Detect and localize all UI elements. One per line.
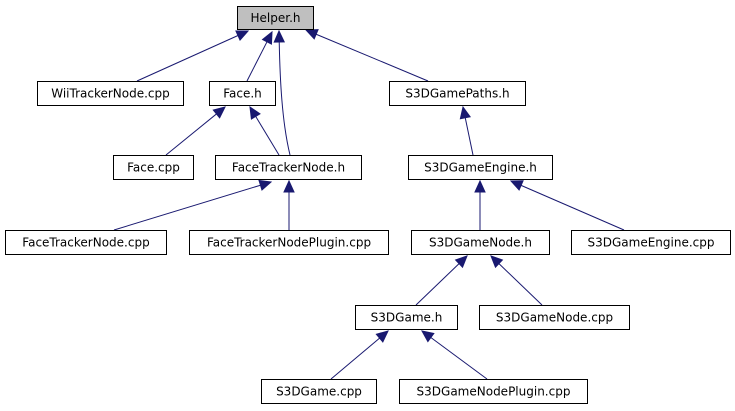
arrowhead-icon xyxy=(509,180,524,191)
node-face-cpp[interactable]: Face.cpp xyxy=(113,155,194,180)
node-label: FaceTrackerNodePlugin.cpp xyxy=(207,236,371,250)
edge-line xyxy=(136,35,239,82)
arrowhead-icon xyxy=(490,255,504,269)
node-label: WiiTrackerNode.cpp xyxy=(51,87,170,101)
edge-line xyxy=(498,263,543,306)
arrowhead-icon xyxy=(474,179,486,193)
edge-line xyxy=(246,41,268,82)
node-box xyxy=(355,305,458,330)
edge-facetrackernode_h-to-helper_h xyxy=(273,29,291,156)
edge-line xyxy=(165,113,217,156)
node-box xyxy=(408,155,553,180)
edge-s3dgamenode_cpp-to-s3dgamenode_h xyxy=(490,255,543,306)
arrowhead-icon xyxy=(235,30,250,41)
arrowhead-icon xyxy=(459,105,472,120)
arrowhead-icon xyxy=(261,30,273,45)
node-label: Face.cpp xyxy=(127,161,180,175)
node-s3dgameengine-cpp[interactable]: S3DGameEngine.cpp xyxy=(571,230,731,255)
node-label: S3DGameNodePlugin.cpp xyxy=(417,385,571,399)
node-box xyxy=(113,155,194,180)
arrowhead-icon xyxy=(375,330,389,343)
node-s3dgameengine-h[interactable]: S3DGameEngine.h xyxy=(408,155,553,180)
node-box xyxy=(389,81,526,106)
arrowhead-icon xyxy=(454,255,468,269)
edge-s3dgameengine_cpp-to-s3dgameengine_h xyxy=(509,180,625,231)
node-s3dgame-h[interactable]: S3DGame.h xyxy=(355,305,458,330)
edge-facetrackernode_h-to-face_h xyxy=(249,105,280,156)
node-label: Face.h xyxy=(223,87,262,101)
node-label: S3DGameEngine.cpp xyxy=(588,236,715,250)
node-box xyxy=(479,305,630,330)
node-label: FaceTrackerNode.cpp xyxy=(22,236,149,250)
edge-line xyxy=(464,117,474,156)
arrowhead-icon xyxy=(258,179,273,191)
node-box xyxy=(215,155,362,180)
root-node-box xyxy=(237,6,314,30)
node-facetrackernode-cpp[interactable]: FaceTrackerNode.cpp xyxy=(5,230,167,255)
node-label: S3DGamePaths.h xyxy=(405,87,509,101)
node-box xyxy=(37,81,184,106)
node-s3dgamenode-h[interactable]: S3DGameNode.h xyxy=(411,230,550,255)
node-label: S3DGame.cpp xyxy=(276,385,362,399)
node-label: S3DGameNode.cpp xyxy=(496,311,613,325)
node-facetrackernodeplugin-cpp[interactable]: FaceTrackerNodePlugin.cpp xyxy=(189,230,389,255)
edge-facetrackernodeplugin_cpp-to-facetrackernode_h xyxy=(283,179,295,230)
node-s3dgame-cpp[interactable]: S3DGame.cpp xyxy=(261,379,377,404)
edges-layer xyxy=(113,29,625,380)
node-facetrackernode-h[interactable]: FaceTrackerNode.h xyxy=(215,155,362,180)
edge-s3dgamenode_h-to-s3dgameengine_h xyxy=(474,179,486,230)
edge-facetrackernode_cpp-to-facetrackernode_h xyxy=(113,179,273,231)
node-box xyxy=(399,379,588,404)
node-box xyxy=(5,230,167,255)
edge-s3dgame_cpp-to-s3dgame_h xyxy=(330,330,389,380)
node-wiitrackernode-cpp[interactable]: WiiTrackerNode.cpp xyxy=(37,81,184,106)
edge-face_cpp-to-face_h xyxy=(165,106,226,156)
edge-line xyxy=(315,33,429,82)
node-box xyxy=(411,230,550,255)
edge-line xyxy=(278,41,291,156)
arrowhead-icon xyxy=(421,330,435,343)
node-box xyxy=(209,81,276,106)
edge-line xyxy=(113,184,261,231)
edge-s3dgamepaths_h-to-helper_h xyxy=(304,29,429,82)
edge-s3dgame_h-to-s3dgamenode_h xyxy=(415,255,468,306)
node-box xyxy=(261,379,377,404)
arrowhead-icon xyxy=(304,29,319,40)
edge-line xyxy=(255,116,280,156)
node-s3dgamepaths-h[interactable]: S3DGamePaths.h xyxy=(389,81,526,106)
edge-line xyxy=(415,263,460,306)
node-helper-h: Helper.h xyxy=(237,6,314,30)
edge-wiitrackernode_cpp-to-helper_h xyxy=(136,30,250,82)
node-s3dgamenodeplugin-cpp[interactable]: S3DGameNodePlugin.cpp xyxy=(399,379,588,404)
node-box xyxy=(571,230,731,255)
node-s3dgamenode-cpp[interactable]: S3DGameNode.cpp xyxy=(479,305,630,330)
edge-face_h-to-helper_h xyxy=(246,30,273,82)
edge-line xyxy=(520,184,625,231)
edge-s3dgameengine_h-to-s3dgamepaths_h xyxy=(459,105,474,156)
arrowhead-icon xyxy=(283,179,295,193)
node-label: FaceTrackerNode.h xyxy=(232,161,345,175)
node-face-h[interactable]: Face.h xyxy=(209,81,276,106)
arrowhead-icon xyxy=(249,105,261,120)
node-label: Helper.h xyxy=(251,11,301,25)
edge-line xyxy=(330,337,380,380)
node-label: S3DGameEngine.h xyxy=(424,161,537,175)
node-label: S3DGameNode.h xyxy=(429,236,532,250)
node-label: S3DGame.h xyxy=(371,311,443,325)
edge-s3dgamenodeplugin_cpp-to-s3dgame_h xyxy=(421,330,488,380)
arrowhead-icon xyxy=(273,29,286,43)
edge-line xyxy=(430,337,488,380)
arrowhead-icon xyxy=(212,106,226,119)
node-box xyxy=(189,230,389,255)
